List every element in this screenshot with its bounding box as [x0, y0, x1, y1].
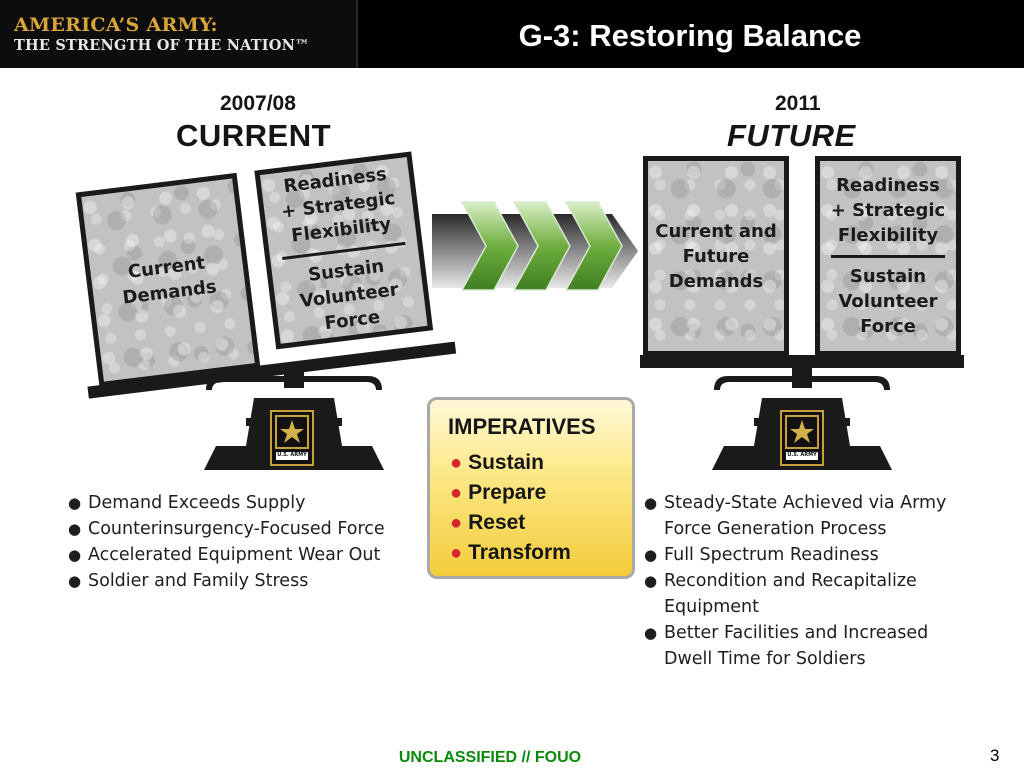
bullet-text: Counterinsurgency-Focused Force	[88, 519, 385, 539]
current-demands-panel: Current Demands	[75, 172, 261, 388]
bullet-icon: ●	[644, 494, 658, 512]
imperatives-title: IMPERATIVES	[448, 414, 596, 439]
current-heading: CURRENT	[176, 118, 332, 153]
bullet-text: Steady-State Achieved via Army	[664, 493, 947, 513]
panel-text: Flexibility	[837, 225, 939, 246]
current-readiness-panel: Readiness + Strategic Flexibility Sustai…	[254, 151, 434, 350]
list-item: ●Sustain	[450, 448, 571, 478]
imperative-label: Prepare	[468, 481, 547, 504]
bullet-icon: ●	[68, 546, 82, 564]
future-year: 2011	[775, 92, 821, 115]
slide-header: AMERICA’S ARMY: THE STRENGTH OF THE NATI…	[0, 0, 1024, 68]
bullet-text: Accelerated Equipment Wear Out	[88, 545, 381, 565]
list-item: ● Full Spectrum Readiness	[640, 542, 946, 568]
bullet-icon: ●	[450, 482, 463, 504]
list-item: ●Transform	[450, 538, 571, 568]
army-logo: AMERICA’S ARMY: THE STRENGTH OF THE NATI…	[0, 0, 358, 68]
current-year: 2007/08	[220, 92, 296, 115]
panel-text: + Strategic	[830, 200, 946, 221]
list-item: ●Prepare	[450, 478, 571, 508]
panel-text: Force	[860, 316, 916, 337]
bullet-text: Soldier and Family Stress	[88, 571, 309, 591]
chevron-arrow-icon	[512, 201, 571, 291]
panel-text: Force	[323, 306, 382, 335]
future-heading: FUTURE	[727, 118, 856, 153]
current-bullets: ● Demand Exceeds Supply ● Counterinsurgenc…	[64, 490, 385, 594]
bullet-icon: ●	[68, 494, 82, 512]
panel-text: Future	[682, 245, 750, 267]
imperative-label: Sustain	[468, 451, 544, 474]
logo-line-2: THE STRENGTH OF THE NATION™	[14, 37, 310, 54]
panel-text: Demands	[668, 270, 764, 292]
logo-line-1: AMERICA’S ARMY:	[14, 14, 218, 36]
panel-text: Current and	[655, 220, 777, 242]
panel-text: Sustain	[849, 266, 927, 287]
bullet-icon: ●	[450, 512, 463, 534]
imperative-label: Transform	[468, 541, 571, 564]
future-readiness-panel: Readiness + Strategic Flexibility Sustai…	[815, 156, 961, 356]
list-item: ●Reset	[450, 508, 571, 538]
bullet-icon: ●	[68, 520, 82, 538]
future-beam	[640, 355, 964, 368]
transition-arrows	[432, 201, 638, 291]
classification-marking: UNCLASSIFIED // FOUO	[398, 749, 582, 766]
imperatives-list: ●Sustain ●Prepare ●Reset ●Transform	[450, 448, 571, 568]
bullet-icon: ●	[450, 542, 463, 564]
page-number: 3	[990, 746, 1000, 765]
army-star-seal-icon	[270, 410, 314, 466]
bullet-text: Equipment	[664, 597, 759, 617]
seal-label: U.S. ARMY	[787, 452, 817, 458]
bullet-text: Full Spectrum Readiness	[664, 545, 879, 565]
bullet-text: Better Facilities and Increased	[664, 623, 929, 643]
list-item: ● Counterinsurgency-Focused Force	[64, 516, 385, 542]
chevron-arrow-icon	[564, 201, 623, 291]
bullet-icon: ●	[644, 546, 658, 564]
imperative-label: Reset	[468, 511, 526, 534]
future-demands-panel: Current and Future Demands	[643, 156, 789, 356]
chevron-arrow-icon	[460, 201, 519, 291]
list-item: ● Demand Exceeds Supply	[64, 490, 385, 516]
panel-text: Readiness	[836, 175, 940, 196]
panel-text: Volunteer	[838, 291, 938, 312]
bullet-text: Force Generation Process	[664, 519, 887, 539]
bullet-text: Dwell Time for Soldiers	[664, 649, 866, 669]
bullet-text: Recondition and Recapitalize	[664, 571, 917, 591]
bullet-icon: ●	[450, 452, 463, 474]
army-star-seal-icon	[780, 410, 824, 466]
bullet-text: Demand Exceeds Supply	[88, 493, 306, 513]
list-item: ● Accelerated Equipment Wear Out	[64, 542, 385, 568]
slide-title: G-3: Restoring Balance	[518, 18, 862, 53]
bullet-icon: ●	[644, 624, 658, 642]
seal-label: U.S. ARMY	[277, 452, 307, 458]
imperatives-box: IMPERATIVES ●Sustain ●Prepare ●Reset ●Tr…	[427, 397, 635, 579]
panel-divider	[830, 255, 946, 258]
bullet-icon: ●	[68, 572, 82, 590]
list-item: ● Soldier and Family Stress	[64, 568, 385, 594]
bullet-icon: ●	[644, 572, 658, 590]
